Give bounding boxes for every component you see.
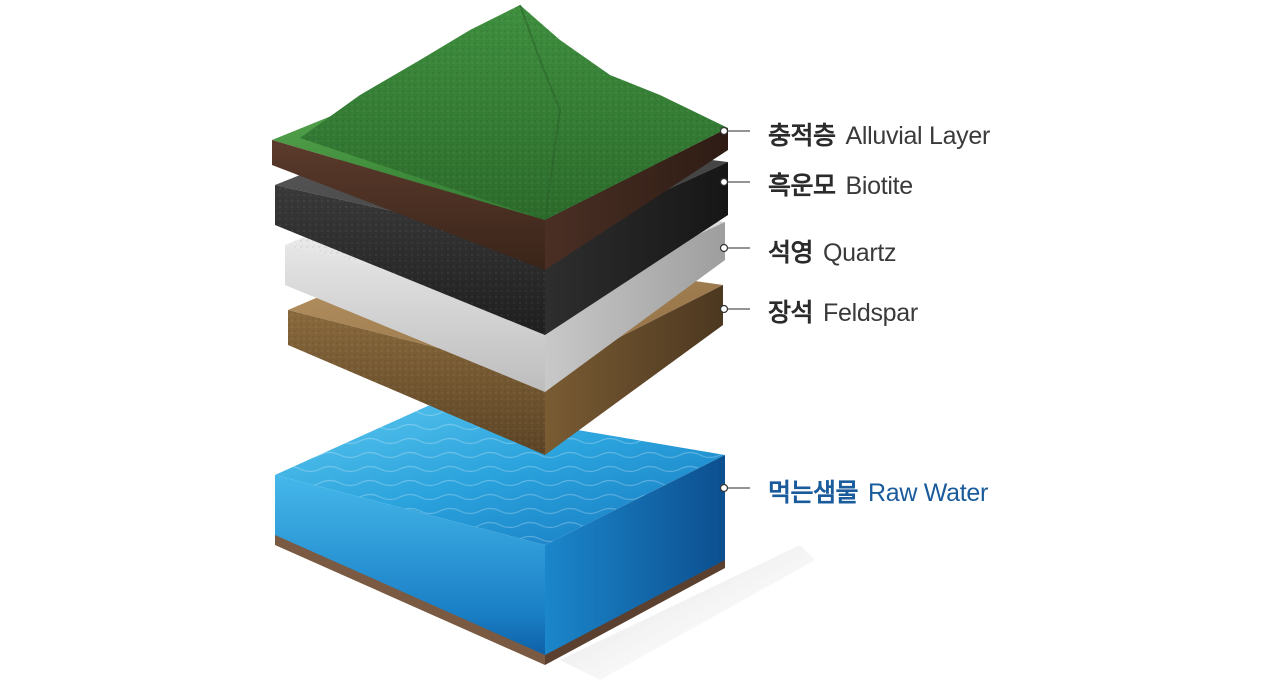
leader-dot-quartz (719, 243, 729, 253)
label-water-english: Raw Water (868, 479, 989, 507)
label-feldspar-english: Feldspar (823, 299, 918, 327)
label-quartz-english: Quartz (823, 239, 897, 267)
leader-dot-biotite (719, 177, 729, 187)
leader-dot-alluvial (719, 126, 729, 136)
label-water-korean: 먹는샘물 (768, 479, 859, 507)
label-feldspar: 장석 Feldspar (768, 293, 918, 329)
label-water: 먹는샘물 Raw Water (768, 473, 988, 509)
leader-dot-feldspar (719, 304, 729, 314)
label-alluvial-korean: 충적층 (768, 122, 836, 150)
label-quartz-korean: 석영 (768, 239, 814, 267)
water-layer (275, 405, 725, 665)
alluvial-layer (272, 4, 728, 270)
label-alluvial-english: Alluvial Layer (845, 122, 991, 150)
label-alluvial: 충적층 Alluvial Layer (768, 116, 990, 152)
label-biotite-english: Biotite (845, 172, 914, 200)
leader-dot-water (719, 483, 729, 493)
label-biotite: 흑운모 Biotite (768, 166, 913, 202)
label-quartz: 석영 Quartz (768, 233, 897, 269)
label-feldspar-korean: 장석 (768, 299, 814, 327)
label-biotite-korean: 흑운모 (768, 172, 836, 200)
ground-shadow (560, 545, 815, 680)
